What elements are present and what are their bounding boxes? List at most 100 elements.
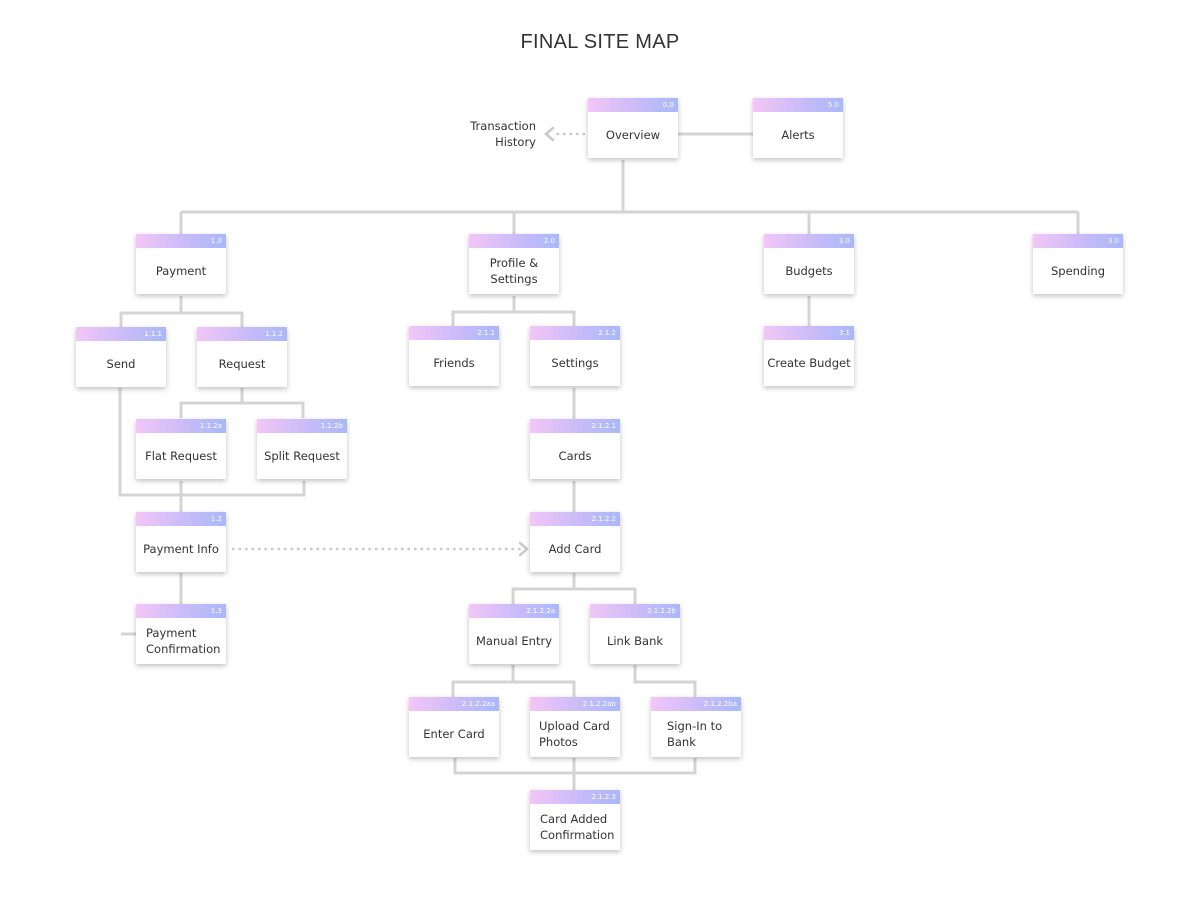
node-header: 2.1.2.2b <box>590 604 680 618</box>
node-id: 2.1.2.2a <box>526 607 555 615</box>
node-link-bank[interactable]: 2.1.2.2b Link Bank <box>590 604 680 664</box>
node-label: Settings <box>551 356 599 370</box>
node-budgets[interactable]: 3.0 Budgets <box>764 234 854 294</box>
node-label: Spending <box>1050 264 1106 278</box>
node-id: 2.1.2.2ba <box>703 700 737 708</box>
connector-manual-bus <box>451 680 576 697</box>
node-id: 1.1.2b <box>320 422 343 430</box>
node-label: Request <box>218 357 266 371</box>
node-header: 0.0 <box>588 98 678 112</box>
node-label: Sign-In to Bank <box>667 719 723 749</box>
node-id: 1.1.2a <box>199 422 222 430</box>
node-header: 1.3 <box>136 604 226 618</box>
arrowhead-addcard <box>518 541 529 557</box>
node-header: 1.1.1 <box>76 327 166 341</box>
node-header: 1.0 <box>136 234 226 248</box>
connector-addcard-bus <box>511 587 637 604</box>
node-id: 1.0 <box>210 237 222 245</box>
connector-request-bus <box>179 401 305 418</box>
node-label: Payment Confirmation <box>146 626 221 656</box>
node-header: 1.1.2b <box>257 419 347 433</box>
node-label: Profile & Settings <box>489 256 539 286</box>
node-header: 2.1.1 <box>409 326 499 340</box>
node-label: Add Card <box>548 542 602 556</box>
node-id: 2.1.2.2aa <box>461 700 495 708</box>
connector-linkbank-signin <box>633 665 697 697</box>
node-enter-card[interactable]: 2.1.2.2aa Enter Card <box>409 697 499 757</box>
node-id: 2.1.2.3 <box>591 793 617 801</box>
node-id: 2.1.1 <box>477 329 495 337</box>
node-label: Card Added Confirmation <box>540 812 615 842</box>
node-label: Payment Info <box>143 542 219 556</box>
node-label: Send <box>106 357 136 371</box>
node-label: Cards <box>558 449 592 463</box>
node-header: 2.1.2.3 <box>530 790 620 804</box>
node-header: 1.1.2 <box>197 327 287 341</box>
node-id: 1.1.1 <box>144 330 162 338</box>
node-header: 2.1.2.2ab <box>530 697 620 711</box>
node-id: 0.0 <box>662 101 674 109</box>
node-header: 3.1 <box>764 326 854 340</box>
node-header: 2.0 <box>469 234 559 248</box>
node-header: 3.0 <box>1033 234 1123 248</box>
node-header: 2.1.2.1 <box>530 419 620 433</box>
node-manual-entry[interactable]: 2.1.2.2a Manual Entry <box>469 604 559 664</box>
node-id: 1.3 <box>210 607 222 615</box>
node-cards[interactable]: 2.1.2.1 Cards <box>530 419 620 479</box>
node-send[interactable]: 1.1.1 Send <box>76 327 166 387</box>
node-card-added-confirmation[interactable]: 2.1.2.3 Card Added Confirmation <box>530 790 620 850</box>
node-request[interactable]: 1.1.2 Request <box>197 327 287 387</box>
node-spending[interactable]: 3.0 Spending <box>1033 234 1123 294</box>
node-label: Upload Card Photos <box>539 719 610 749</box>
node-id: 2.0 <box>543 237 555 245</box>
node-header: 1.1.2a <box>136 419 226 433</box>
node-label: Manual Entry <box>475 634 553 648</box>
node-label: Link Bank <box>606 634 664 648</box>
node-label: Create Budget <box>767 356 851 370</box>
node-id: 1.1.2 <box>265 330 283 338</box>
connector-profile-bus <box>451 310 576 326</box>
node-id: 5.0 <box>827 101 839 109</box>
node-flat-request[interactable]: 1.1.2a Flat Request <box>136 419 226 479</box>
sitemap-title: FINAL SITE MAP <box>520 31 680 53</box>
node-friends[interactable]: 2.1.1 Friends <box>409 326 499 386</box>
node-id: 2.1.2.2ab <box>582 700 616 708</box>
connector-send-loop <box>118 388 306 497</box>
node-id: 3.0 <box>1107 237 1119 245</box>
node-label: Enter Card <box>423 727 485 741</box>
node-id: 2.1.2.1 <box>591 422 617 430</box>
node-header: 2.1.2.2 <box>530 512 620 526</box>
node-label: Alerts <box>781 128 815 142</box>
node-payment[interactable]: 1.0 Payment <box>136 234 226 294</box>
node-id: 3.0 <box>838 237 850 245</box>
node-create-budget[interactable]: 3.1 Create Budget <box>764 326 854 386</box>
node-profile-settings[interactable]: 2.0 Profile & Settings <box>469 234 559 294</box>
node-label: Friends <box>433 356 475 370</box>
transaction-history-label: Transaction History <box>470 119 536 149</box>
node-add-card[interactable]: 2.1.2.2 Add Card <box>530 512 620 572</box>
node-label: Flat Request <box>145 449 217 463</box>
arrowhead-history <box>544 126 555 142</box>
connector-payment-bus <box>119 311 244 327</box>
node-label: Split Request <box>264 449 340 463</box>
node-header: 3.0 <box>764 234 854 248</box>
node-header: 1.2 <box>136 512 226 526</box>
node-overview[interactable]: 0.0 Overview <box>588 98 678 158</box>
node-id: 2.1.2.2 <box>591 515 617 523</box>
node-settings[interactable]: 2.1.2 Settings <box>530 326 620 386</box>
node-label: Payment <box>155 264 207 278</box>
node-upload-card-photos[interactable]: 2.1.2.2ab Upload Card Photos <box>530 697 620 757</box>
node-payment-info[interactable]: 1.2 Payment Info <box>136 512 226 572</box>
node-header: 2.1.2.2a <box>469 604 559 618</box>
node-sign-in-bank[interactable]: 2.1.2.2ba Sign-In to Bank <box>651 697 741 757</box>
node-header: 2.1.2 <box>530 326 620 340</box>
node-split-request[interactable]: 1.1.2b Split Request <box>257 419 347 479</box>
node-id: 2.1.2 <box>598 329 616 337</box>
node-id: 1.2 <box>210 515 222 523</box>
node-alerts[interactable]: 5.0 Alerts <box>753 98 843 158</box>
node-id: 3.1 <box>838 329 850 337</box>
node-label: Overview <box>605 128 661 142</box>
node-header: 2.1.2.2ba <box>651 697 741 711</box>
node-payment-confirmation[interactable]: 1.3 Payment Confirmation <box>136 604 226 664</box>
